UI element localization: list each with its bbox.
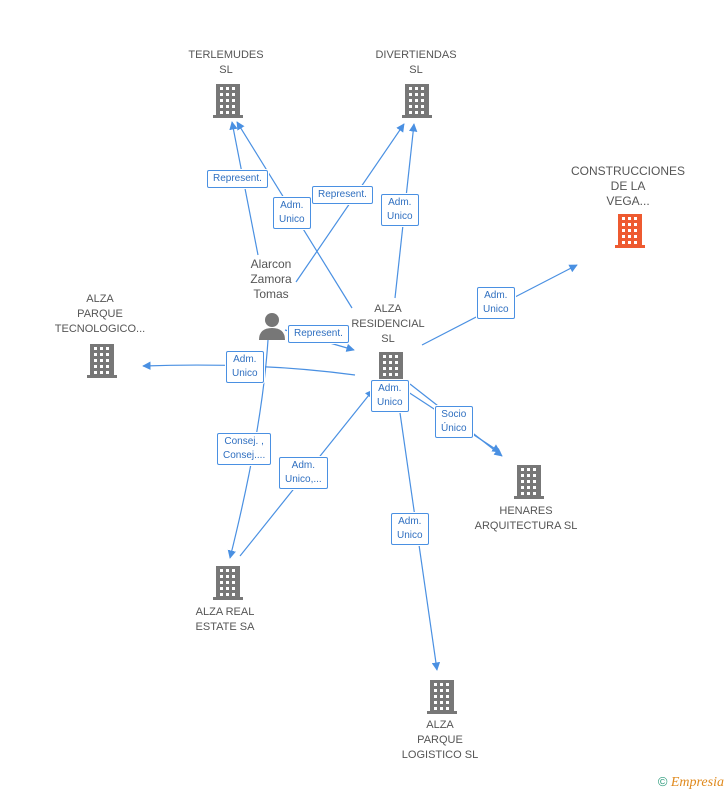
copyright-symbol: © [657,774,668,789]
edge-label[interactable]: Adm. Unico [477,287,515,319]
node-label-alza-parque-tecnologico[interactable]: ALZA PARQUE TECNOLOGICO... [54,293,146,335]
building-icon[interactable] [402,84,432,118]
edge-label[interactable]: Represent. [312,186,373,204]
node-label-construcciones[interactable]: CONSTRUCCIONES DE LA VEGA... [570,164,685,208]
node-label-alza-parque-logistico[interactable]: ALZA PARQUE LOGISTICO SL [401,719,479,761]
edge-label[interactable]: Represent. [288,325,349,343]
edge-label[interactable]: Adm. Unico [381,194,419,226]
brand-logo: Empresia [670,775,724,790]
building-icon[interactable] [213,566,243,600]
node-label-terlemudes[interactable]: TERLEMUDES SL [188,49,264,76]
edge-label[interactable]: Adm. Unico [226,351,264,383]
node-label-henares[interactable]: HENARES ARQUITECTURA SL [474,505,578,532]
edge-label[interactable]: Socio Único [435,406,473,438]
edge-label[interactable]: Represent. [207,170,268,188]
building-icon[interactable] [615,214,645,248]
node-label-alza-residencial[interactable]: ALZA RESIDENCIAL SL [351,303,425,345]
building-icon[interactable] [514,465,544,499]
node-label-person[interactable]: Alarcon Zamora Tomas [250,257,292,301]
building-icon[interactable] [213,84,243,118]
node-label-alza-real-estate[interactable]: ALZA REAL ESTATE SA [195,606,255,633]
node-label-divertiendas[interactable]: DIVERTIENDAS SL [375,49,457,76]
edge-label[interactable]: Adm. Unico,... [279,457,328,489]
building-icon[interactable] [427,680,457,714]
edge-label[interactable]: Adm. Unico [273,197,311,229]
footer-brand[interactable]: © Empresia [658,774,724,791]
edge-label[interactable]: Adm. Unico [391,513,429,545]
edge-label[interactable]: Consej. , Consej.... [217,433,272,465]
edge-label[interactable]: Adm. Unico [371,380,409,412]
building-icon[interactable] [87,344,117,378]
person-icon[interactable] [259,313,285,340]
